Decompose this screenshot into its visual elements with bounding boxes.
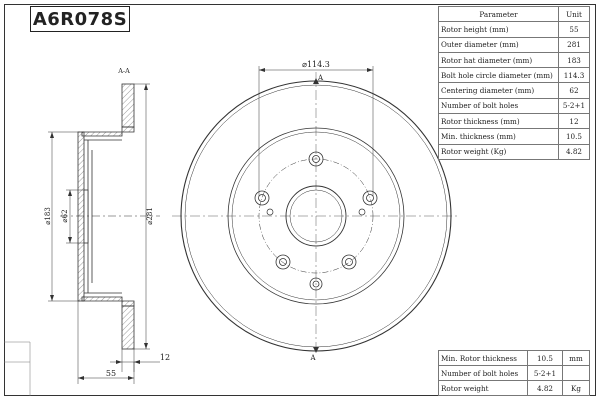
section-hat-face xyxy=(77,131,85,302)
spec-header-row: Parameter Unit xyxy=(438,5,590,23)
spec-row: Rotor thickness (mm)12 xyxy=(438,113,590,130)
spec-label: Number of bolt holes xyxy=(438,97,559,115)
summary-value: 5-2+1 xyxy=(527,365,563,381)
threaded-holes xyxy=(266,208,366,216)
section-ring-bottom xyxy=(121,305,135,350)
front-view xyxy=(172,72,460,355)
dim-height: 55 xyxy=(106,369,116,378)
spec-value: 55 xyxy=(558,21,590,38)
spec-row: Outer diameter (mm)281 xyxy=(438,36,590,53)
cross-section-view xyxy=(60,83,160,350)
part-number-title: A6R078S xyxy=(30,6,130,32)
spec-value: 281 xyxy=(558,36,590,53)
spec-header-unit: Unit xyxy=(558,5,590,23)
dim-center-diameter: ⌀62 xyxy=(61,209,69,222)
spec-label: Rotor thickness (mm) xyxy=(438,113,559,130)
spec-value: 114.3 xyxy=(558,67,590,84)
spec-row: Bolt hole circle diameter (mm)114.3 xyxy=(438,67,590,84)
section-mark-top: A xyxy=(317,74,324,82)
summary-unit xyxy=(562,365,590,381)
summary-label: Number of bolt holes xyxy=(438,365,528,381)
summary-value: 10.5 xyxy=(527,350,563,366)
section-hat-bottom xyxy=(81,296,135,307)
spec-label: Outer diameter (mm) xyxy=(438,36,559,53)
section-ring-top xyxy=(121,83,135,128)
spec-row: Rotor height (mm)55 xyxy=(438,21,590,38)
dim-outer-diameter-side: ⌀281 xyxy=(146,207,154,225)
summary-label: Min. Rotor thickness xyxy=(438,350,528,366)
spec-label: Rotor hat diameter (mm) xyxy=(438,51,559,69)
dim-hat-diameter: ⌀183 xyxy=(44,207,52,225)
summary-value: 4.82 xyxy=(527,380,563,396)
spec-value: 5-2+1 xyxy=(558,97,590,115)
spec-row: Min. thickness (mm)10.5 xyxy=(438,128,590,145)
spec-value: 10.5 xyxy=(558,128,590,145)
frame-ticks xyxy=(4,341,31,396)
spec-value: 183 xyxy=(558,51,590,69)
summary-label: Rotor weight xyxy=(438,380,528,396)
section-mark-bottom: A xyxy=(309,354,316,362)
spec-label: Rotor weight (Kg) xyxy=(438,143,559,160)
summary-unit: Kg xyxy=(562,380,590,396)
section-dimensions xyxy=(48,83,160,384)
spec-value: 62 xyxy=(558,82,590,99)
spec-label: Centering diameter (mm) xyxy=(438,82,559,99)
drawing-frame xyxy=(4,4,596,396)
spec-label: Rotor height (mm) xyxy=(438,21,559,38)
spec-table: Parameter Unit Rotor height (mm)55 Outer… xyxy=(438,5,590,160)
spec-value: 12 xyxy=(558,113,590,130)
bolt-circle-dimension xyxy=(258,66,374,196)
dim-thickness: 12 xyxy=(160,353,170,362)
dim-bolt-circle: ⌀114.3 xyxy=(302,60,330,69)
spec-row: Centering diameter (mm)62 xyxy=(438,82,590,99)
section-hat-top xyxy=(81,126,135,137)
section-label: A-A xyxy=(117,67,130,75)
spec-header-parameter: Parameter xyxy=(438,5,559,23)
spec-value: 4.82 xyxy=(558,143,590,160)
spec-row: Rotor hat diameter (mm)183 xyxy=(438,51,590,69)
bolt-holes xyxy=(254,151,378,270)
spec-label: Min. thickness (mm) xyxy=(438,128,559,145)
spec-label: Bolt hole circle diameter (mm) xyxy=(438,67,559,84)
spec-row: Rotor weight (Kg)4.82 xyxy=(438,143,590,160)
section-arrows xyxy=(50,84,148,380)
summary-unit: mm xyxy=(562,350,590,366)
